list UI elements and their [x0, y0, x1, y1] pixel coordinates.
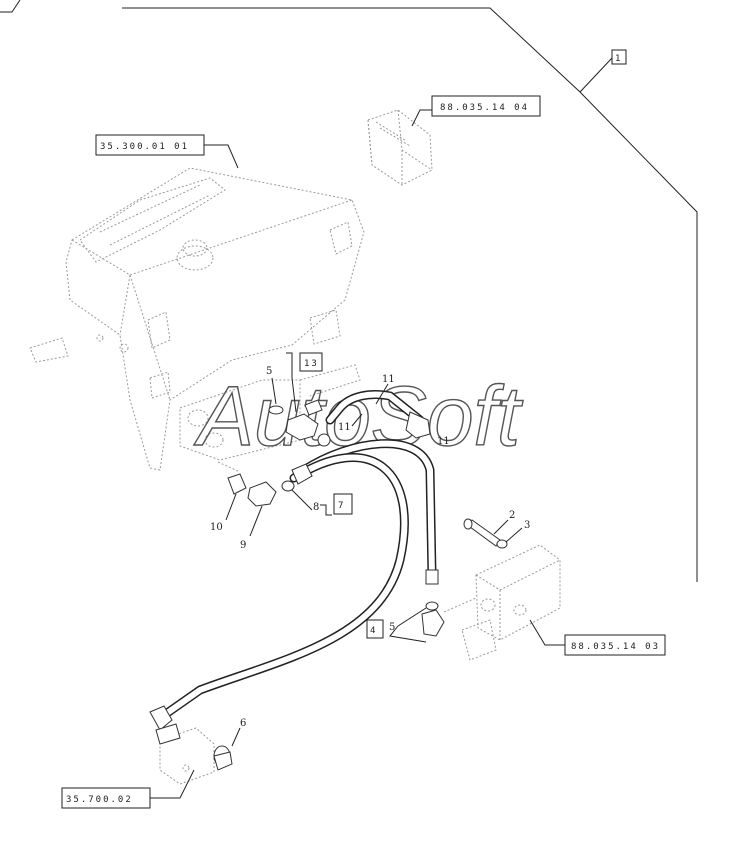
callout-6: 6	[240, 718, 246, 729]
callout-5-lower: 5	[389, 622, 395, 633]
cylinder-connection	[155, 723, 215, 785]
hose-clamp-11	[405, 411, 431, 439]
leader-11-top	[375, 383, 389, 405]
callout-11-top: 11	[382, 374, 395, 385]
bolt-2	[463, 518, 501, 547]
callout-2: 2	[509, 510, 515, 521]
leader-8	[291, 489, 313, 511]
bracket-7	[320, 504, 332, 516]
leader-2	[493, 519, 509, 535]
ref-box-4-label: 4	[370, 626, 377, 636]
ref-box-13-label: 13	[304, 359, 319, 369]
ref-box-7-label: 7	[338, 501, 345, 511]
ref-box-88-035-14-03[interactable]: 88.035.14 03	[564, 634, 666, 656]
leader-10	[225, 493, 237, 521]
elbow-fitting-lower	[421, 609, 445, 637]
hydraulic-tank	[29, 167, 365, 471]
leader-3	[505, 527, 523, 543]
ref-box-1-label: 1	[615, 54, 622, 64]
hose-end-fitting-lower	[425, 569, 439, 585]
adapter-fitting-10	[227, 473, 247, 495]
ref-box-35-300-01-01[interactable]: 35.300.01 01	[95, 134, 205, 156]
valve-block	[461, 544, 561, 661]
o-ring-5-upper	[268, 405, 284, 415]
ref-box-35-700-02[interactable]: 35.700.02	[61, 787, 151, 809]
o-ring-8	[281, 480, 295, 492]
ref-box-7[interactable]: 7	[333, 493, 353, 515]
electronic-module	[367, 109, 433, 186]
callout-10: 10	[210, 522, 223, 533]
ref-box-1[interactable]: 1	[611, 49, 627, 65]
cap-6	[213, 745, 233, 771]
leader-9	[249, 505, 263, 537]
hose-end-fitting-8	[291, 463, 313, 485]
fitting-13-tee	[285, 399, 331, 447]
leader-module	[411, 109, 432, 127]
callout-11-mid: 11	[338, 422, 351, 433]
bracket-13	[286, 352, 297, 413]
ref-label-35-300-01-01: 35.300.01 01	[100, 142, 189, 152]
leader-11-mid	[351, 413, 363, 427]
ref-label-88-035-14-03: 88.035.14 03	[571, 642, 660, 652]
washer-3	[496, 539, 508, 549]
callout-9: 9	[240, 540, 246, 551]
leader-6	[231, 727, 241, 747]
leader-valve	[529, 619, 565, 646]
assembly-boundary-line	[122, 7, 698, 582]
callout-3: 3	[524, 520, 530, 531]
leader-tank	[204, 144, 239, 169]
hose-main-long	[155, 453, 409, 723]
corner-frame-fragment	[0, 0, 21, 13]
ref-label-88-035-14-04: 88.035.14 04	[440, 103, 529, 113]
leader-box-1	[579, 57, 613, 93]
callout-11-right: 11	[437, 436, 450, 447]
ref-box-4[interactable]: 4	[366, 619, 384, 639]
ref-box-13[interactable]: 13	[299, 352, 323, 372]
o-ring-5-lower	[425, 601, 439, 611]
elbow-fitting-9	[247, 481, 277, 507]
callout-5-upper: 5	[266, 366, 272, 377]
bracket-4-5	[389, 607, 427, 643]
leader-5-upper	[271, 377, 277, 405]
hose-end-fitting-cylinder	[149, 705, 173, 731]
ref-label-35-700-02: 35.700.02	[66, 795, 133, 805]
leader-cylinder	[150, 769, 195, 799]
callout-8: 8	[313, 502, 319, 513]
ref-box-88-035-14-04[interactable]: 88.035.14 04	[431, 95, 541, 117]
